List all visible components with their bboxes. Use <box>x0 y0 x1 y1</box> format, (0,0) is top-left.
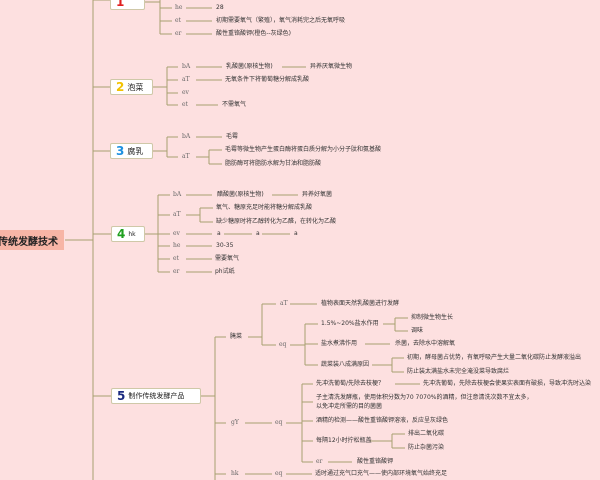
value: 先冲洗葡萄，先除去枝梗会使果实表面有破损，导致冲洗时込染 <box>423 380 592 387</box>
value: 28 <box>216 4 224 11</box>
subtopic: 腌菜 <box>230 333 243 340</box>
node-number: 5 <box>117 389 126 403</box>
node-number: 1 <box>116 0 125 9</box>
node-title: 制作传统发酵产品 <box>128 392 185 400</box>
label: he <box>173 242 181 249</box>
value: 酸性重铬酸钾 <box>357 458 394 465</box>
node-1[interactable]: 1 <box>110 0 145 10</box>
node-title: 腐乳 <box>127 146 144 156</box>
value: 酒精的检测——酸性重铬酸钾溶液，反应呈灰绿色 <box>316 417 449 424</box>
node-title: 泡菜 <box>127 82 144 92</box>
label: et <box>173 255 179 262</box>
value: 1.5%~20%盐水作用 <box>321 320 379 327</box>
label-et: et <box>175 17 181 24</box>
value: 酸性重铬酸钾(橙色--灰绿色) <box>216 30 292 37</box>
value: 需要氧气 <box>215 255 240 262</box>
value: 乳酸菌(原核生物) <box>226 63 273 70</box>
value: 抑制微生物生长 <box>411 314 454 321</box>
label-he: he <box>175 4 183 11</box>
label: aT <box>182 76 190 83</box>
value: 适时通过充气口充气——使内部环境氧气始终充足 <box>315 470 448 477</box>
root-label: 传统发酵技术 <box>0 236 58 248</box>
value: 杀菌，去除水中溶解氧 <box>395 340 456 347</box>
value: 异养厌氧微生物 <box>310 63 353 70</box>
value: 每隔12小时拧松瓶盖 <box>316 437 372 444</box>
value: 异养好氧菌 <box>302 191 333 198</box>
label-er: er <box>175 30 182 37</box>
root-node[interactable]: 传统发酵技术 <box>0 230 64 250</box>
label: er <box>316 458 323 465</box>
label: et <box>182 101 188 108</box>
value: 先冲洗葡萄/先除去枝梗？ <box>316 380 385 387</box>
node-number: 4 <box>117 227 126 241</box>
label: bA <box>182 133 191 140</box>
value: a <box>256 230 260 237</box>
value: 毛霉 <box>226 133 239 140</box>
value: 脂肪酶可将脂肪水解为甘油和脂肪酸 <box>225 160 322 167</box>
value: a <box>217 230 221 237</box>
label: er <box>173 268 180 275</box>
value: 30-35 <box>216 242 234 249</box>
label: eq <box>275 470 283 477</box>
value: 子主清洗发酵瓶，使用体积分数为70 7070%的酒精，但注意清洗次数不宜太多， <box>316 394 533 401</box>
value: 初期需要氧气（繁殖），氧气消耗完之后无氧呼吸 <box>216 17 346 24</box>
label: ev <box>173 230 180 237</box>
label: ev <box>182 89 189 96</box>
value: 排出二氧化碳 <box>408 430 445 437</box>
label: bA <box>173 191 182 198</box>
value: 盐水煮沸作用 <box>321 340 358 347</box>
label: aT <box>280 300 288 307</box>
label: hk <box>231 470 239 477</box>
value: a <box>294 230 298 237</box>
value: 无氧条件下将葡萄糖分解成乳酸 <box>225 76 310 83</box>
node-number: 2 <box>116 80 125 94</box>
value: 不需氧气 <box>222 101 247 108</box>
value: 初期，酵母菌占优势，有氧呼吸产生大量二氧化碳防止发酵液溢出 <box>407 354 582 361</box>
node-title: hk <box>128 230 136 238</box>
label: eq <box>275 419 283 426</box>
value: 醋酸菌(原核生物) <box>217 191 264 198</box>
value: 植物表面天然乳酸菌进行发酵 <box>321 300 400 307</box>
label: aT <box>182 153 190 160</box>
label: bA <box>182 63 191 70</box>
value: 毛霉等微生物产生蛋白酶将蛋白质分解为小分子肽和氨基酸 <box>225 146 382 153</box>
value: 缺少糖原时将乙醇转化为乙醛，在转化为乙酸 <box>216 218 337 225</box>
value: 以免冲走所需的目的菌菌 <box>316 403 383 410</box>
value: 防止装太满盐水未完全淹没菜导致腐烂 <box>407 368 510 375</box>
value: 防止杂菌污染 <box>408 444 445 451</box>
value: 蔬菜装八成满原因 <box>321 361 370 368</box>
value: ph试纸 <box>215 268 235 275</box>
label: eq <box>279 341 287 348</box>
label: gY <box>231 419 239 426</box>
label: aT <box>173 211 181 218</box>
node-number: 3 <box>116 144 125 158</box>
value: 调味 <box>411 327 424 334</box>
value: 氧气、糖原充足时能将糖分解成乳酸 <box>216 204 313 211</box>
